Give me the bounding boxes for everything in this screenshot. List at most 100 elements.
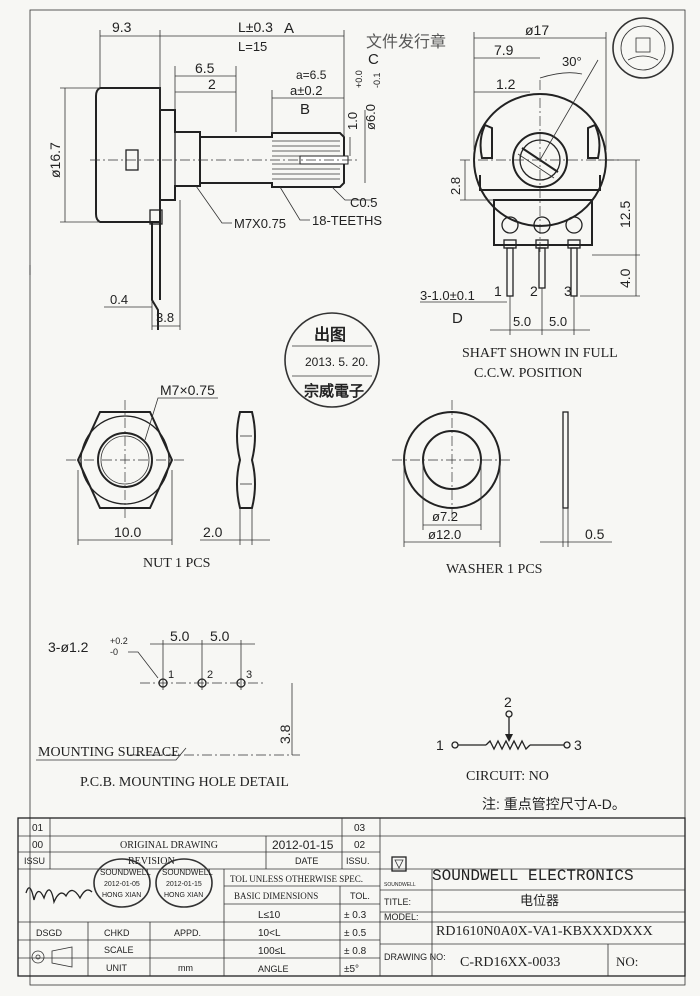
stamp1-line3: HONG XIAN: [102, 892, 141, 899]
washer-thickness: 0.5: [585, 526, 605, 542]
appd-label: APPD.: [174, 928, 201, 938]
bushing-outline: [160, 109, 201, 201]
dim-17: ø17: [525, 22, 549, 38]
circuit-t2: 2: [504, 694, 512, 710]
projection-symbol: [31, 946, 73, 968]
approval-stamp-1: SOUNDWELL 2012-01-05 HONG XIAN: [93, 858, 151, 908]
angle-line: [539, 59, 599, 161]
dim-0-4: 0.4: [110, 292, 128, 307]
angle-arc: [539, 72, 583, 79]
drawing-label: DRAWING NO:: [384, 952, 446, 962]
dim-L15: L=15: [238, 39, 267, 54]
dim-16-7: ø16.7: [47, 142, 63, 178]
key-dims-note: 注: 重点管控尺寸A-D。: [482, 796, 626, 812]
pcb-holes-tol-lo: -0: [110, 647, 118, 657]
dim-6-5: 6.5: [195, 60, 215, 76]
sheet-border: [29, 9, 686, 986]
dim-3-8: 3.8: [156, 310, 174, 325]
date-label: DATE: [295, 856, 318, 866]
terminal-tab: [149, 209, 163, 225]
wiper-arrow: [505, 734, 513, 742]
unit-value: mm: [178, 963, 193, 973]
stamp2-line3: HONG XIAN: [164, 892, 203, 899]
resistor-symbol: [485, 739, 531, 751]
approval-stamp-2: SOUNDWELL 2012-01-15 HONG XIAN: [155, 858, 213, 908]
front-view: 1 2 3 ø17 7.9 30° 1.2 2.8 12.5 4.0 3-1.0…: [420, 22, 640, 381]
washer-drawing: ø7.2 ø12.0 0.5 WASHER 1 PCS: [392, 400, 612, 577]
title-label: TITLE:: [384, 897, 411, 907]
pitch-1: 5.0: [513, 314, 531, 329]
teeth-label: 18-TEETHS: [312, 213, 382, 228]
thread-label: M7X0.75: [234, 216, 286, 231]
no-label: NO:: [616, 954, 638, 969]
circuit-t3: 3: [574, 737, 582, 753]
stamp1-line2: 2012-01-05: [104, 881, 140, 888]
revision-label: REVISION: [128, 856, 175, 867]
row4-dim: ANGLE: [258, 964, 289, 974]
dim-12-5: 12.5: [617, 201, 633, 228]
terminal-hole: [533, 216, 551, 234]
terminal-outline: [151, 222, 161, 330]
row1-dim: L≤10: [258, 910, 281, 921]
chamfer-c05: C0.5: [350, 195, 377, 210]
pitch-2: 5.0: [549, 314, 567, 329]
pcb-hole-3-label: 3: [246, 669, 252, 681]
dim-7-9: 7.9: [494, 42, 514, 58]
leader-mounting-surface: [36, 747, 187, 761]
mounting-surface-label: MOUNTING SURFACE: [38, 745, 180, 760]
nut-thread: M7×0.75: [160, 382, 215, 398]
company-name: SOUNDWELL ELECTRONICS: [432, 867, 634, 885]
circuit-t1: 1: [436, 737, 444, 753]
label-D: D: [452, 310, 463, 327]
pcb-holes-tol-hi: +0.2: [110, 636, 128, 646]
dim-shaft-tol-hi: +0.0: [354, 70, 364, 88]
stamp1-line1: SOUNDWELL: [100, 868, 151, 877]
nut-side-view: [236, 411, 256, 509]
body-notch: [125, 149, 139, 171]
release-round-stamp: 出图 2013. 5. 20. 宗威電子: [284, 312, 380, 408]
pcb-pitch-1: 5.0: [170, 628, 190, 644]
nut-drawing: M7×0.75 10.0 2.0 NUT 1 PCS: [66, 382, 270, 571]
issu-03: 03: [354, 823, 366, 834]
label-B: B: [300, 101, 310, 118]
pin-2: [538, 247, 546, 289]
front-lug-right: [587, 123, 601, 159]
stamp-top: 出图: [314, 325, 346, 344]
issu-02: 02: [354, 840, 366, 851]
washer-caption: WASHER 1 PCS: [446, 562, 542, 577]
nut-thickness: 2.0: [203, 524, 223, 540]
label-A: A: [284, 20, 294, 37]
terminal-hole: [501, 216, 519, 234]
circuit-terminal-1: [451, 741, 459, 749]
pins-dim: 3-1.0±0.1: [420, 288, 475, 303]
basic-dims: BASIC DIMENSIONS: [234, 891, 318, 901]
stamp2-line2: 2012-01-15: [166, 881, 202, 888]
dim-shaft-tol-lo: -0.1: [372, 72, 382, 88]
pin-2-label: 2: [530, 283, 538, 299]
company-logo-text: SOUNDWELL: [384, 882, 416, 888]
pin-3-label: 3: [564, 283, 572, 299]
tol-header: TOL UNLESS OTHERWISE SPEC.: [230, 874, 363, 884]
nut-width: 10.0: [114, 524, 141, 540]
pcb-hole-1-label: 1: [168, 669, 174, 681]
circuit-diagram: 1 2 3 CIRCUIT: NO: [436, 694, 582, 784]
row4-tol: ±5°: [344, 964, 359, 975]
original-drawing: ORIGINAL DRAWING: [120, 840, 218, 851]
front-lug-left: [479, 123, 493, 159]
circuit-terminal-2: [505, 710, 513, 718]
leader-nut-thread: [144, 397, 218, 441]
terminal-housing: [493, 199, 593, 246]
stamp-bottom: 宗威電子: [304, 382, 364, 400]
chkd-label: CHKD: [104, 928, 130, 938]
row1-tol: ± 0.3: [344, 910, 367, 921]
dim-a65: a=6.5: [296, 68, 327, 82]
pcb-hole-2-label: 2: [207, 669, 213, 681]
caption-shaft-full: SHAFT SHOWN IN FULL: [462, 346, 618, 361]
dim-2-8: 2.8: [448, 177, 463, 195]
washer-side-view: [562, 411, 569, 509]
designer-signature: [25, 887, 93, 905]
stamp2-line1: SOUNDWELL: [162, 868, 213, 877]
pin-1-label: 1: [494, 283, 502, 299]
leader-teeth: [279, 186, 310, 221]
